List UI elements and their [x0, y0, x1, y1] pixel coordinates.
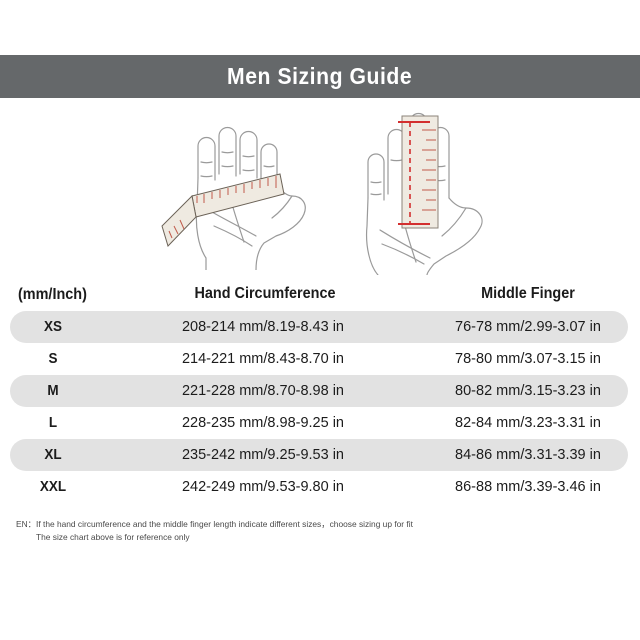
cell-middle-finger: 80-82 mm/3.15-3.23 in	[455, 383, 601, 399]
cell-size: XL	[44, 447, 62, 463]
title-banner: Men Sizing Guide	[0, 55, 640, 98]
column-header-middle-finger: Middle Finger	[481, 285, 575, 302]
measuring-tape	[161, 173, 285, 247]
row-stripe	[10, 439, 628, 471]
ruler	[398, 115, 439, 229]
cell-middle-finger: 84-86 mm/3.31-3.39 in	[455, 447, 601, 463]
table-row: L 228-235 mm/8.98-9.25 in 82-84 mm/3.23-…	[0, 407, 640, 439]
cell-hand-circumference: 242-249 mm/9.53-9.80 in	[181, 479, 344, 495]
sizing-table-body: XS 208-214 mm/8.19-8.43 in 76-78 mm/2.99…	[0, 311, 640, 503]
table-row: XS 208-214 mm/8.19-8.43 in 76-78 mm/2.99…	[0, 311, 640, 343]
table-row: S 214-221 mm/8.43-8.70 in 78-80 mm/3.07-…	[0, 343, 640, 375]
cell-size: S	[48, 351, 58, 367]
table-header-row: (mm/Inch) Hand Circumference Middle Fing…	[0, 283, 640, 309]
cell-size: L	[48, 415, 58, 431]
row-stripe	[10, 311, 628, 343]
cell-hand-circumference: 235-242 mm/9.25-9.53 in	[181, 447, 344, 463]
cell-hand-circumference: 214-221 mm/8.43-8.70 in	[181, 351, 344, 367]
column-header-hand-circumference: Hand Circumference	[194, 285, 336, 302]
page-title: Men Sizing Guide	[227, 63, 413, 89]
cell-middle-finger: 78-80 mm/3.07-3.15 in	[455, 351, 601, 367]
footnote: EN：If the hand circumference and the mid…	[16, 518, 616, 543]
footnote-line-1: EN：If the hand circumference and the mid…	[16, 519, 413, 529]
table-row: XL 235-242 mm/9.25-9.53 in 84-86 mm/3.31…	[0, 439, 640, 471]
footnote-line-2: The size chart above is for reference on…	[36, 531, 190, 542]
cell-hand-circumference: 221-228 mm/8.70-8.98 in	[181, 383, 344, 399]
cell-middle-finger: 82-84 mm/3.23-3.31 in	[455, 415, 601, 431]
hand-circumference-illustration	[161, 126, 306, 270]
table-row: M 221-228 mm/8.70-8.98 in 80-82 mm/3.15-…	[0, 375, 640, 407]
cell-hand-circumference: 228-235 mm/8.98-9.25 in	[181, 415, 344, 431]
cell-middle-finger: 76-78 mm/2.99-3.07 in	[455, 319, 601, 335]
cell-size: M	[47, 383, 59, 399]
cell-hand-circumference: 208-214 mm/8.19-8.43 in	[181, 319, 344, 335]
middle-finger-illustration	[365, 112, 483, 275]
cell-size: XXL	[39, 479, 67, 495]
column-header-size: (mm/Inch)	[18, 286, 87, 303]
row-stripe	[10, 375, 628, 407]
cell-size: XS	[44, 319, 62, 335]
cell-middle-finger: 86-88 mm/3.39-3.46 in	[455, 479, 601, 495]
table-row: XXL 242-249 mm/9.53-9.80 in 86-88 mm/3.3…	[0, 471, 640, 503]
